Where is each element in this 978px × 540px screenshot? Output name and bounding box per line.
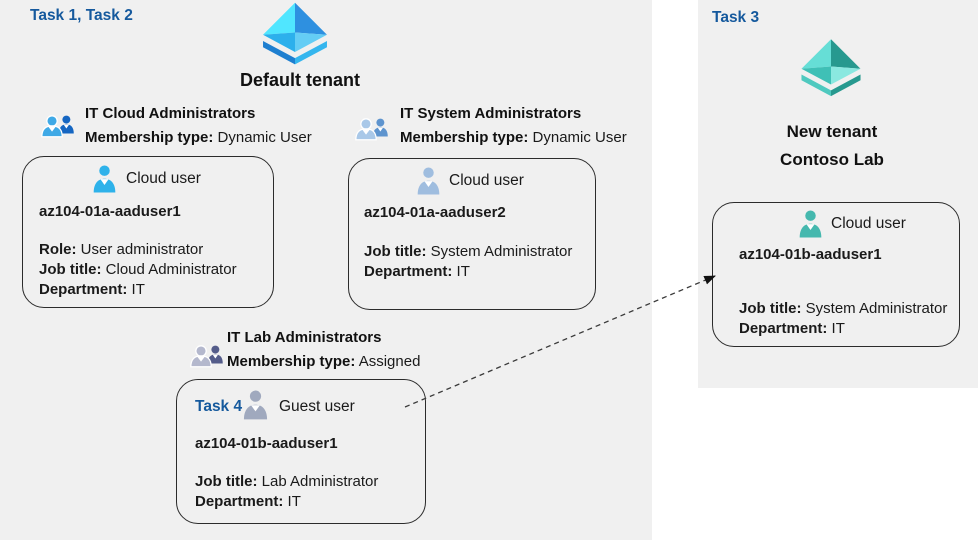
field-value: IT xyxy=(456,263,470,280)
membership-label: Membership type: xyxy=(85,129,214,146)
cloud-user-icon xyxy=(417,167,440,195)
user-fields: Job title: Lab Administrator Department:… xyxy=(195,472,378,512)
field-label: Job title: xyxy=(364,243,427,260)
azure-tenant-icon-blue xyxy=(263,2,327,65)
guest-user-card: Task 4 Guest user az104-01b-aaduser1 Job… xyxy=(176,379,426,524)
field-label: Department: xyxy=(739,320,828,337)
group-title-cloud-admins: IT Cloud Administrators xyxy=(85,105,256,122)
membership-value: Dynamic User xyxy=(217,129,312,146)
membership-line-lab-admins: Membership type: Assigned xyxy=(227,353,420,370)
user-fields: Job title: System Administrator Departme… xyxy=(364,242,572,282)
group-title-lab-admins: IT Lab Administrators xyxy=(227,329,382,346)
field-value: System Administrator xyxy=(430,243,573,260)
username: az104-01b-aaduser1 xyxy=(739,246,882,263)
user-type-label: Cloud user xyxy=(831,215,906,232)
field-label: Job title: xyxy=(195,473,258,490)
field-value: User administrator xyxy=(80,241,204,258)
group-icon-cloud-admins xyxy=(41,115,74,138)
membership-line-cloud-admins: Membership type: Dynamic User xyxy=(85,129,312,146)
guest-user-icon xyxy=(243,390,268,420)
cloud-user-icon xyxy=(93,165,116,193)
membership-value: Assigned xyxy=(358,353,421,370)
field-label: Department: xyxy=(364,263,453,280)
user-type-label: Guest user xyxy=(279,398,355,415)
field-row: Department: IT xyxy=(364,262,572,282)
group-icon-lab-admins xyxy=(190,345,223,368)
user-fields: Role: User administrator Job title: Clou… xyxy=(39,240,237,300)
task-1-2-label: Task 1, Task 2 xyxy=(30,7,133,24)
field-value: Lab Administrator xyxy=(261,473,379,490)
new-tenant-panel: Task 3 New tenant Contoso Lab Cloud user… xyxy=(698,0,978,388)
user-card-new-tenant: Cloud user az104-01b-aaduser1 Job title:… xyxy=(712,202,960,347)
new-tenant-title-line1: New tenant xyxy=(786,122,878,141)
field-label: Department: xyxy=(39,281,128,298)
user-type-label: Cloud user xyxy=(449,172,524,189)
membership-line-system-admins: Membership type: Dynamic User xyxy=(400,129,627,146)
field-row: Job title: Cloud Administrator xyxy=(39,260,237,280)
field-value: IT xyxy=(831,320,845,337)
username: az104-01a-aaduser1 xyxy=(39,203,181,220)
azure-tenant-icon-teal xyxy=(801,39,861,97)
user-card-aaduser2: Cloud user az104-01a-aaduser2 Job title:… xyxy=(348,158,596,310)
cloud-user-icon xyxy=(799,210,822,238)
field-value: Cloud Administrator xyxy=(105,261,237,278)
username: az104-01a-aaduser2 xyxy=(364,204,506,221)
task-3-label: Task 3 xyxy=(712,9,760,26)
field-label: Role: xyxy=(39,241,77,258)
field-row: Job title: Lab Administrator xyxy=(195,472,378,492)
new-tenant-title-line2: Contoso Lab xyxy=(780,150,884,169)
default-tenant-panel: Task 1, Task 2 Default tenant IT Cloud A… xyxy=(0,0,652,540)
group-title-system-admins: IT System Administrators xyxy=(400,105,582,122)
default-tenant-title: Default tenant xyxy=(239,70,360,90)
field-label: Department: xyxy=(195,493,284,510)
user-type-label: Cloud user xyxy=(126,170,201,187)
field-row: Department: IT xyxy=(195,492,378,512)
task-4-label: Task 4 xyxy=(195,398,243,415)
membership-value: Dynamic User xyxy=(532,129,627,146)
field-value: System Administrator xyxy=(805,300,948,317)
field-row: Role: User administrator xyxy=(39,240,237,260)
field-label: Job title: xyxy=(739,300,802,317)
user-fields: Job title: System Administrator Departme… xyxy=(739,299,947,339)
field-row: Department: IT xyxy=(39,280,237,300)
field-row: Job title: System Administrator xyxy=(364,242,572,262)
membership-label: Membership type: xyxy=(227,353,356,370)
membership-label: Membership type: xyxy=(400,129,529,146)
field-row: Department: IT xyxy=(739,319,947,339)
field-value: IT xyxy=(131,281,145,298)
field-value: IT xyxy=(287,493,301,510)
user-card-aaduser1: Cloud user az104-01a-aaduser1 Role: User… xyxy=(22,156,274,308)
group-icon-system-admins xyxy=(355,118,388,141)
field-row: Job title: System Administrator xyxy=(739,299,947,319)
field-label: Job title: xyxy=(39,261,102,278)
username: az104-01b-aaduser1 xyxy=(195,435,338,452)
